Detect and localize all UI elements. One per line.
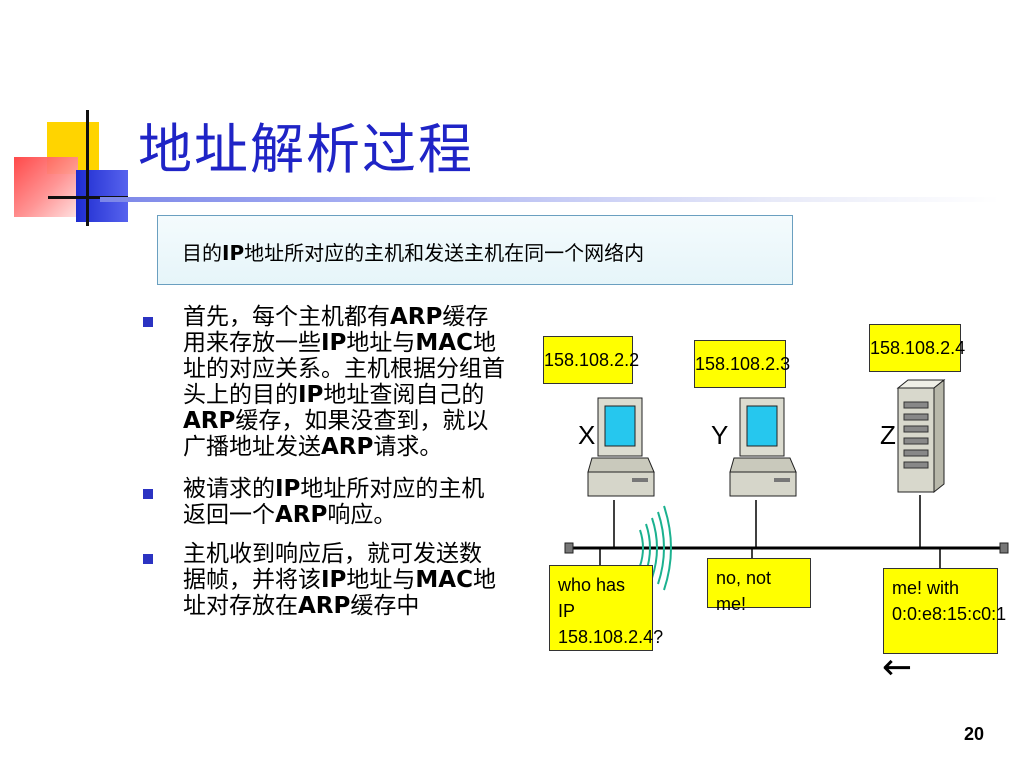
- bullet-text-2: 被请求的IP地址所对应的主机返回一个ARP响应。: [183, 476, 535, 528]
- text-run: 主机收到响应后，就可发送数: [183, 541, 482, 567]
- text-run: 返回一个: [183, 502, 275, 528]
- bullet-line: ARP缓存，如果没查到，就以: [183, 408, 535, 434]
- callout-segment: 地址所对应的主机和发送主机在同一个网络内: [244, 241, 645, 265]
- bullet-list: 首先，每个主机都有ARP缓存用来存放一些IP地址与MAC地址的对应关系。主机根据…: [143, 304, 535, 624]
- callout-segment: 目的: [182, 241, 222, 265]
- bullet-marker: [143, 317, 153, 327]
- host-x-letter: X: [578, 420, 596, 450]
- text-run: 地址与: [346, 330, 416, 356]
- bold-term: IP: [275, 476, 301, 502]
- bus-terminator-right: [999, 542, 1009, 554]
- arp-reply-box: me! with 0:0:e8:15:c0:1: [883, 568, 1007, 654]
- text-run: 缓存: [442, 304, 489, 330]
- bullet-text-1: 首先，每个主机都有ARP缓存用来存放一些IP地址与MAC地址的对应关系。主机根据…: [183, 304, 535, 460]
- reply-arrow-icon: ←: [882, 647, 913, 688]
- bold-term: ARP: [275, 502, 328, 528]
- text-run: 地址所对应的主机: [300, 476, 485, 502]
- decor-vertical-line: [86, 110, 89, 226]
- text-run: 据帧，并将该: [183, 567, 321, 593]
- bold-term: ARP: [321, 434, 374, 460]
- text-run: 址的对应关系。主机根据分组首: [183, 356, 505, 382]
- bullet-line: 用来存放一些IP地址与MAC地: [183, 330, 535, 356]
- bullet-marker: [143, 554, 153, 564]
- reply-line-1: me! with: [892, 578, 960, 598]
- bold-term: ARP: [183, 408, 236, 434]
- request-line-1: who has IP: [558, 575, 626, 621]
- ip-label-y: 158.108.2.3: [694, 340, 791, 388]
- ip-label-z: 158.108.2.4: [869, 324, 966, 372]
- text-run: 请求。: [373, 434, 443, 460]
- text-run: 头上的目的: [183, 382, 298, 408]
- bold-term: IP: [298, 382, 324, 408]
- computer-x-icon: [587, 397, 655, 497]
- no-reply-text: no, not me!: [716, 568, 772, 614]
- arp-network-diagram: [564, 378, 1009, 591]
- callout-bold-ip: IP: [222, 241, 245, 265]
- bold-term: IP: [321, 567, 347, 593]
- bullet-line: 址对存放在ARP缓存中: [183, 593, 535, 619]
- text-run: 用来存放一些: [183, 330, 321, 356]
- slide-title: 地址解析过程: [138, 118, 474, 181]
- text-run: 缓存中: [350, 593, 420, 619]
- text-run: 址对存放在: [183, 593, 298, 619]
- bullet-marker: [143, 489, 153, 499]
- server-z-icon: [896, 378, 946, 494]
- bold-term: IP: [321, 330, 347, 356]
- bus-terminator-left: [564, 542, 574, 554]
- request-line-2: 158.108.2.4?: [558, 627, 664, 647]
- host-z-letter: Z: [880, 420, 896, 450]
- ip-label-y-text: 158.108.2.3: [695, 354, 791, 374]
- bullet-line: 据帧，并将该IP地址与MAC地: [183, 567, 535, 593]
- text-run: 首先，每个主机都有: [183, 304, 390, 330]
- bullet-line: 广播地址发送ARP请求。: [183, 434, 535, 460]
- arp-request-box: who has IP 158.108.2.4?: [549, 565, 664, 651]
- text-run: 地: [473, 567, 496, 593]
- text-run: 地: [473, 330, 496, 356]
- decor-red-square: [14, 157, 78, 217]
- text-run: 缓存，如果没查到，就以: [235, 408, 489, 434]
- bold-term: MAC: [415, 567, 473, 593]
- text-run: 地址查阅自己的: [323, 382, 485, 408]
- bullet-line: 返回一个ARP响应。: [183, 502, 535, 528]
- bold-term: MAC: [415, 330, 473, 356]
- title-underline: [100, 197, 1000, 202]
- bullet-line: 头上的目的IP地址查阅自己的: [183, 382, 535, 408]
- callout-text: 目的IP地址所对应的主机和发送主机在同一个网络内: [182, 237, 644, 266]
- ip-label-z-text: 158.108.2.4: [870, 338, 966, 358]
- host-y-letter: Y: [711, 420, 729, 450]
- text-run: 广播地址发送: [183, 434, 321, 460]
- bullet-line: 被请求的IP地址所对应的主机: [183, 476, 535, 502]
- bullet-line: 首先，每个主机都有ARP缓存: [183, 304, 535, 330]
- bold-term: ARP: [298, 593, 351, 619]
- text-run: 响应。: [327, 502, 397, 528]
- computer-y-icon: [729, 397, 797, 497]
- bold-term: ARP: [390, 304, 443, 330]
- page-number: 20: [964, 724, 985, 744]
- reply-line-2: 0:0:e8:15:c0:1: [892, 604, 1007, 624]
- callout-box: 目的IP地址所对应的主机和发送主机在同一个网络内: [157, 215, 793, 285]
- ip-label-x: 158.108.2.2: [543, 336, 640, 384]
- bullet-line: 主机收到响应后，就可发送数: [183, 541, 535, 567]
- bullet-line: 址的对应关系。主机根据分组首: [183, 356, 535, 382]
- ip-label-x-text: 158.108.2.2: [544, 350, 640, 370]
- no-reply-box: no, not me!: [707, 558, 811, 614]
- text-run: 地址与: [346, 567, 416, 593]
- decor-horizontal-line: [48, 196, 128, 199]
- text-run: 被请求的: [183, 476, 275, 502]
- bullet-text-3: 主机收到响应后，就可发送数据帧，并将该IP地址与MAC地址对存放在ARP缓存中: [183, 541, 535, 619]
